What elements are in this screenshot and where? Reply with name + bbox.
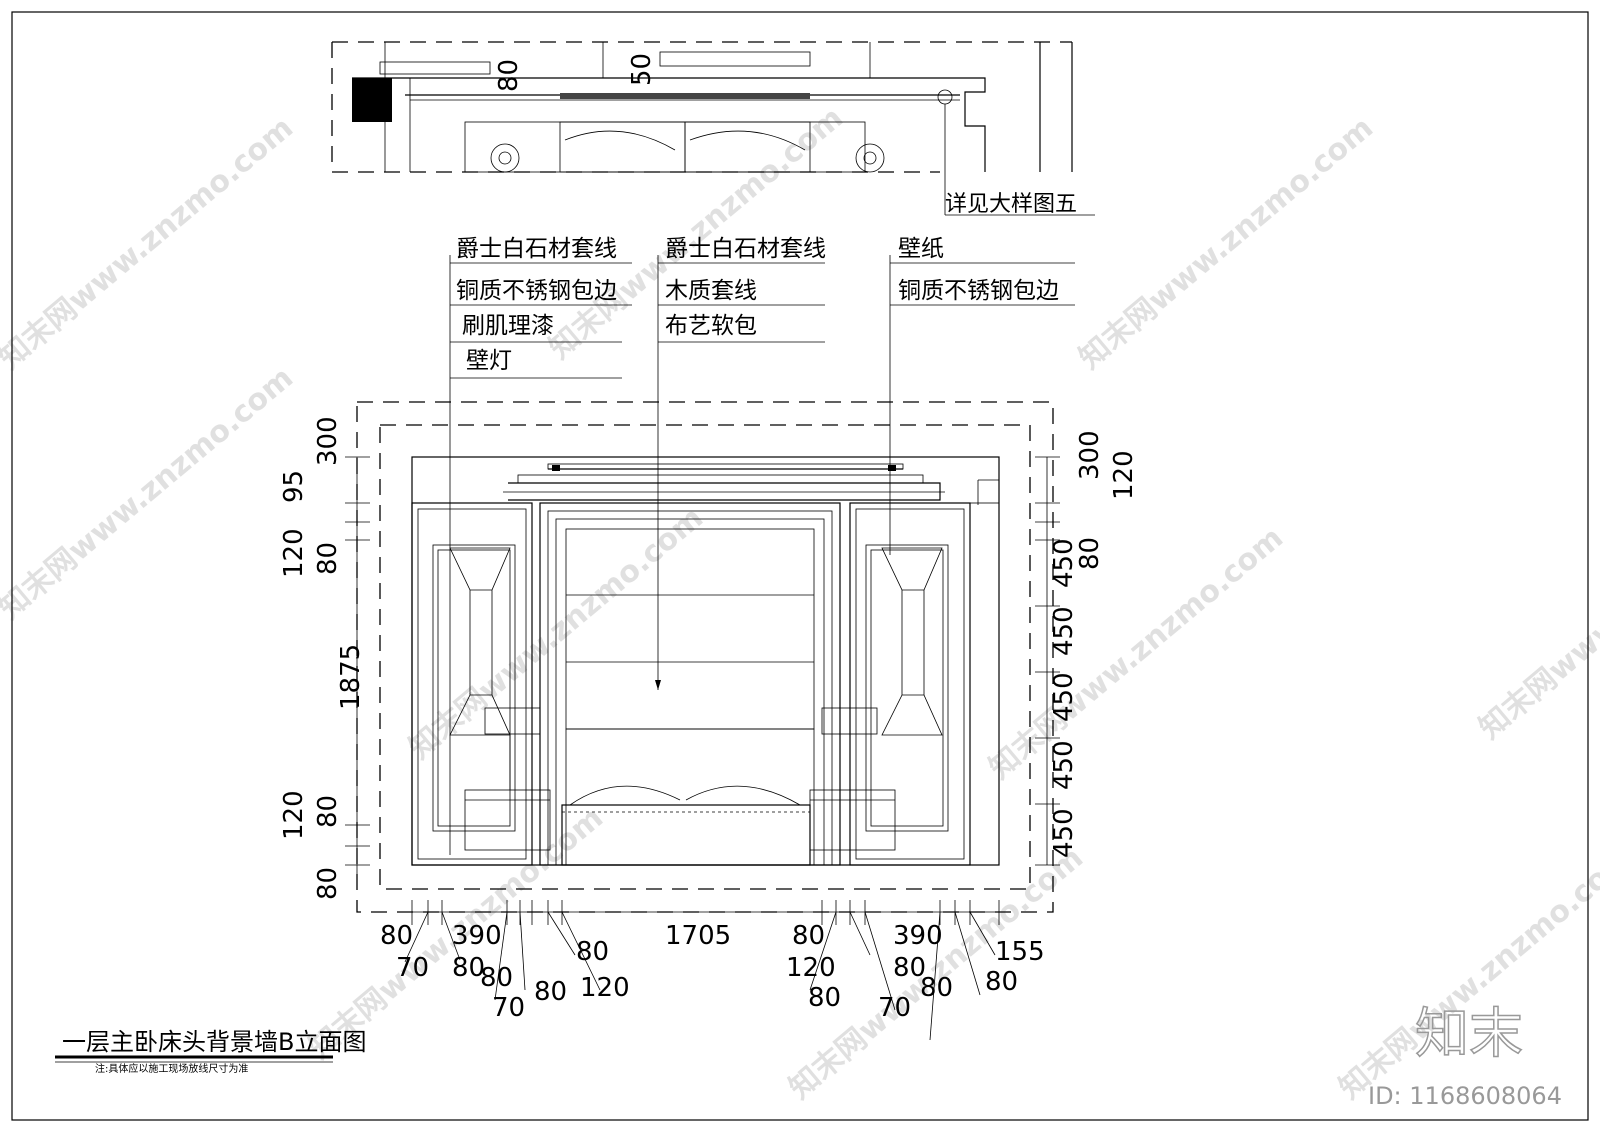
dim-left: 120: [279, 528, 309, 578]
plan-view: 详见大样图五 80 50: [331, 41, 1095, 217]
fabric-panel-plan: [560, 93, 810, 99]
column-hatch: [352, 78, 392, 122]
dim-bottom: 155: [995, 937, 1045, 967]
dim-bottom: 70: [492, 993, 525, 1023]
sheet-border: [11, 11, 1589, 1121]
dim-right: 450: [1049, 606, 1079, 656]
dim-bottom: 80: [380, 921, 413, 951]
label-center-1: 爵士白石材套线: [665, 236, 826, 262]
dim-left: 95: [279, 470, 309, 503]
elevation-view: [356, 401, 1054, 913]
wall-lamp-right: [881, 547, 943, 736]
plan-dim: 50: [627, 53, 657, 86]
headboard: [565, 728, 815, 866]
left-side-panel: [411, 502, 533, 866]
dim-left: 80: [313, 542, 343, 575]
right-side-panel: [849, 502, 971, 866]
title-block: 一层主卧床头背景墙B立面图 注:具体应以施工现场放线尺寸为准: [55, 1028, 366, 1075]
brand-logo: 知末: [1415, 1002, 1523, 1065]
callout-text: 详见大样图五: [945, 192, 1077, 217]
dim-left: 80: [313, 867, 343, 900]
label-left-4: 壁灯: [466, 348, 512, 374]
left-dimensions: 300 95 120 80 1875 120 80 80: [279, 416, 370, 900]
dim-bottom: 80: [893, 953, 926, 983]
dim-right: 80: [1075, 537, 1105, 570]
dim-left: 1875: [336, 644, 366, 710]
drawing-id: ID: 1168608064: [1368, 1082, 1562, 1110]
dim-left: 80: [313, 795, 343, 828]
label-right-2: 铜质不锈钢包边: [898, 278, 1059, 304]
watermark-text: 知末网www.znzmo.com: [1473, 480, 1600, 746]
watermark-text: 知末网www.znzmo.com: [1073, 110, 1380, 376]
label-left-3: 刷肌理漆: [462, 313, 554, 339]
plan-dim: 80: [494, 59, 524, 92]
nightstand-lamp-right: [821, 707, 878, 735]
nightstand-right: [809, 789, 896, 851]
drawing-note: 注:具体应以施工现场放线尺寸为准: [95, 1062, 248, 1075]
label-center-3: 布艺软包: [665, 313, 757, 339]
dim-bottom: 80: [576, 937, 609, 967]
dim-left: 120: [279, 790, 309, 840]
dim-bottom: 80: [920, 973, 953, 1003]
inner-dashed-frame: [379, 424, 1031, 890]
dim-bottom: 390: [893, 921, 943, 951]
dim-bottom: 80: [480, 963, 513, 993]
watermark-text: 知末网www.znzmo.com: [0, 360, 300, 626]
dim-bottom: 1705: [665, 921, 731, 951]
dim-right: 450: [1049, 808, 1079, 858]
dim-bottom: 120: [580, 973, 630, 1003]
drawing-title: 一层主卧床头背景墙B立面图: [62, 1028, 366, 1056]
bottom-dimensions: 80 390 1705 80 390 155 70 80 80 120 80 8…: [380, 900, 1045, 1041]
label-center-2: 木质套线: [665, 278, 757, 304]
dim-bottom: 390: [452, 921, 502, 951]
watermark-text: 知末网www.znzmo.com: [983, 520, 1290, 786]
dim-right: 120: [1109, 450, 1139, 500]
nightstand-left: [464, 789, 551, 851]
dim-left: 300: [313, 416, 343, 466]
dim-bottom: 70: [878, 993, 911, 1023]
dim-right: 450: [1049, 672, 1079, 722]
label-right-1: 壁纸: [898, 236, 944, 262]
dim-bottom: 80: [792, 921, 825, 951]
dim-bottom: 80: [452, 953, 485, 983]
dim-bottom: 70: [396, 953, 429, 983]
material-labels: 爵士白石材套线 铜质不锈钢包边 刷肌理漆 壁灯 爵士白石材套线 木质套线 布艺软…: [449, 236, 1075, 855]
label-left-2: 铜质不锈钢包边: [456, 278, 617, 304]
dim-right: 300: [1075, 430, 1105, 480]
label-left-1: 爵士白石材套线: [456, 236, 617, 262]
watermark-text: 知末网www.znzmo.com: [0, 110, 300, 376]
dim-bottom: 80: [985, 967, 1018, 997]
fabric-headboard-panel: [565, 528, 815, 730]
right-dimensions: 300 120 80 450 450 450 450 450: [1035, 430, 1139, 866]
dim-right: 450: [1049, 740, 1079, 790]
dim-bottom: 80: [808, 983, 841, 1013]
dim-bottom: 80: [534, 977, 567, 1007]
dim-bottom: 120: [786, 953, 836, 983]
outer-dashed-frame: [356, 401, 1054, 913]
watermark-text: 知末网www.znzmo.com: [1333, 840, 1600, 1106]
dim-right: 450: [1049, 538, 1079, 588]
